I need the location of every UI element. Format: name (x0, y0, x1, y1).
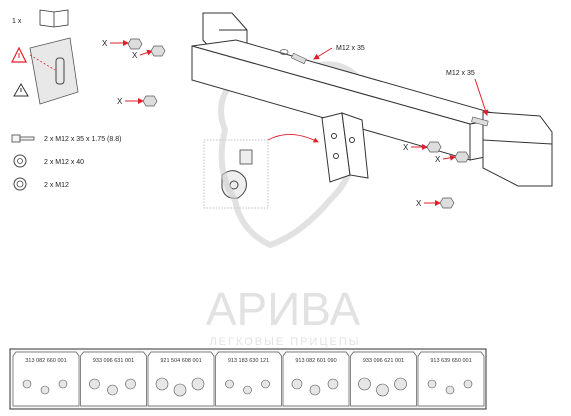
part-thumbnail-icon (358, 377, 371, 391)
nut-icon (454, 151, 470, 163)
legend: 2 x M12 x 35 x 1.75 (8.8) 2 x M12 x 40 2… (11, 134, 121, 191)
part-thumbnail-icon (309, 384, 321, 396)
manual-qty: 1 x (12, 18, 22, 25)
kit-strip: 313 082 660 001 933 096 631 001 921 504 60… (9, 348, 487, 410)
warning-sheet-icon (11, 37, 79, 105)
bolt-icon (11, 134, 35, 143)
part-thumbnail-icon (261, 379, 270, 389)
kit-card: 933 096 621 001 (350, 351, 417, 407)
part-thumbnail-icon (243, 385, 252, 395)
svg-text:X: X (102, 39, 108, 48)
part-thumbnail-icon (58, 379, 68, 389)
kit-card: 913 183 630 121 (215, 351, 282, 407)
bolt-right-label: M12 x 35 (446, 70, 475, 77)
washer-large-icon (13, 154, 27, 168)
nut-icon (150, 45, 166, 57)
part-thumbnail-icon (376, 383, 389, 397)
part-thumbnail-icon (463, 379, 473, 389)
part-thumbnail-icon (107, 384, 118, 396)
svg-text:X: X (435, 155, 441, 164)
nut-icon (142, 95, 158, 107)
part-thumbnail-icon (22, 379, 32, 389)
svg-text:X: X (117, 97, 123, 106)
nut-callout-group-right: X X X (403, 141, 470, 209)
bolt-left-label: M12 x 35 (336, 45, 365, 52)
part-thumbnail-icon (173, 383, 187, 397)
legend-bolt-label: 2 x M12 x 35 x 1.75 (8.8) (44, 136, 121, 143)
part-thumbnail-icon (191, 377, 205, 391)
bolt-callout-right: M12 x 35 (446, 70, 489, 127)
kit-card: 313 082 660 001 (12, 351, 80, 407)
kit-card: 921 504 608 001 (147, 351, 215, 407)
part-thumbnail-icon (327, 378, 339, 390)
part-thumbnail-icon (40, 385, 50, 395)
legend-washer-label: 2 x M12 x 40 (44, 159, 84, 166)
nut-callout-group-left: X X X (102, 38, 166, 107)
detail-inset (203, 134, 319, 209)
part-thumbnail-icon (155, 377, 169, 391)
nut-icon (127, 38, 143, 50)
nut-icon (13, 177, 27, 191)
kit-code: 913 082 601 090 (295, 358, 336, 364)
part-thumbnail-icon (291, 378, 303, 390)
svg-text:X: X (132, 51, 138, 60)
kit-code: 913 183 630 121 (228, 358, 269, 364)
kit-code: 913 639 650 001 (430, 358, 471, 364)
kit-card: 913 639 650 001 (417, 351, 485, 407)
kit-card: 933 096 631 001 (80, 351, 147, 407)
kit-code: 933 096 621 001 (363, 358, 404, 364)
watermark-tagline: ЛЕГКОВЫЕ ПРИЦЕПЫ (209, 336, 360, 348)
part-thumbnail-icon (427, 379, 437, 389)
nut-icon (439, 197, 455, 209)
kit-code: 313 082 660 001 (25, 358, 66, 364)
svg-text:X: X (403, 143, 409, 152)
legend-nut-label: 2 x M12 (44, 182, 69, 189)
caution-triangle-icon (13, 83, 29, 97)
nut-icon (426, 141, 442, 153)
kit-card: 913 082 601 090 (282, 351, 350, 407)
watermark-brand: АРИВА (206, 283, 361, 335)
part-thumbnail-icon (125, 378, 136, 390)
bolt-callout-left: M12 x 35 (279, 45, 365, 65)
part-thumbnail-icon (225, 379, 234, 389)
tow-bar-crossbeam (191, 12, 553, 187)
part-thumbnail-icon (89, 378, 100, 390)
part-thumbnail-icon (445, 385, 455, 395)
manual-book-icon: 1 x (12, 9, 69, 28)
kit-code: 933 096 631 001 (93, 358, 134, 364)
kit-code: 921 504 608 001 (160, 358, 201, 364)
part-thumbnail-icon (394, 377, 407, 391)
svg-text:X: X (416, 199, 422, 208)
